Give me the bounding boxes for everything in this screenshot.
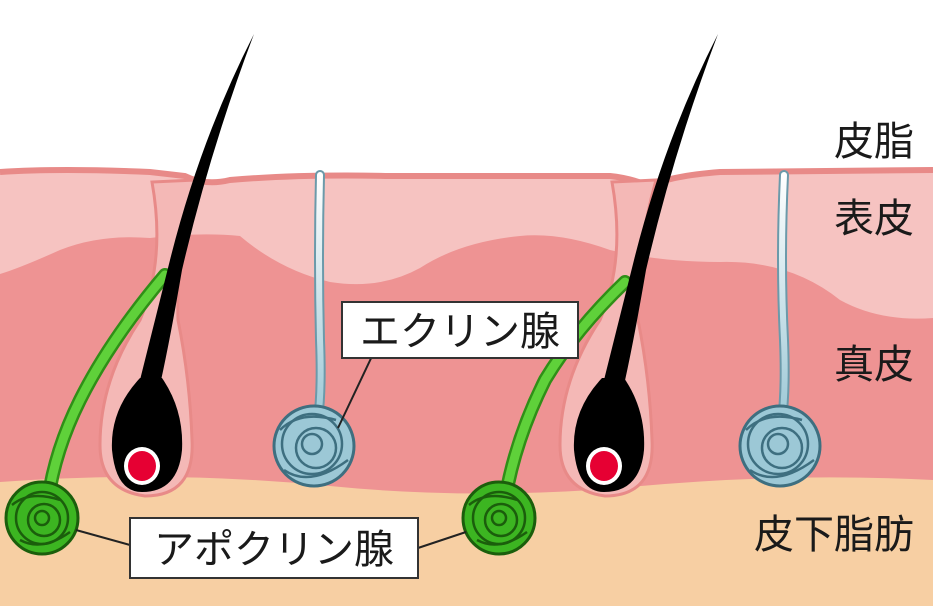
- apocrine-gland-label: アポクリン腺: [154, 527, 394, 573]
- apocrine-leader-line-right: [417, 531, 467, 549]
- eccrine-gland-right: [738, 404, 822, 488]
- eccrine-callout-box: [341, 301, 579, 359]
- eccrine-gland-label: エクリン腺: [360, 309, 560, 355]
- layer-label-dermis: 真皮: [834, 342, 914, 388]
- eccrine-gland-left: [272, 404, 356, 488]
- hair-shaft-left: [140, 34, 254, 385]
- apocrine-gland-left: [4, 480, 80, 556]
- apocrine-gland-right: [461, 480, 537, 556]
- layer-label-epidermis: 表皮: [834, 196, 914, 242]
- eccrine-leader-line: [337, 351, 375, 429]
- epidermis-layer: [0, 170, 933, 319]
- apocrine-callout-box: [129, 517, 419, 579]
- apocrine-leader-line-left: [75, 529, 131, 546]
- hair-shaft-right: [604, 34, 718, 385]
- layer-label-sebum: 皮脂: [834, 119, 914, 165]
- layer-label-subcutaneous-fat: 皮下脂肪: [754, 512, 914, 558]
